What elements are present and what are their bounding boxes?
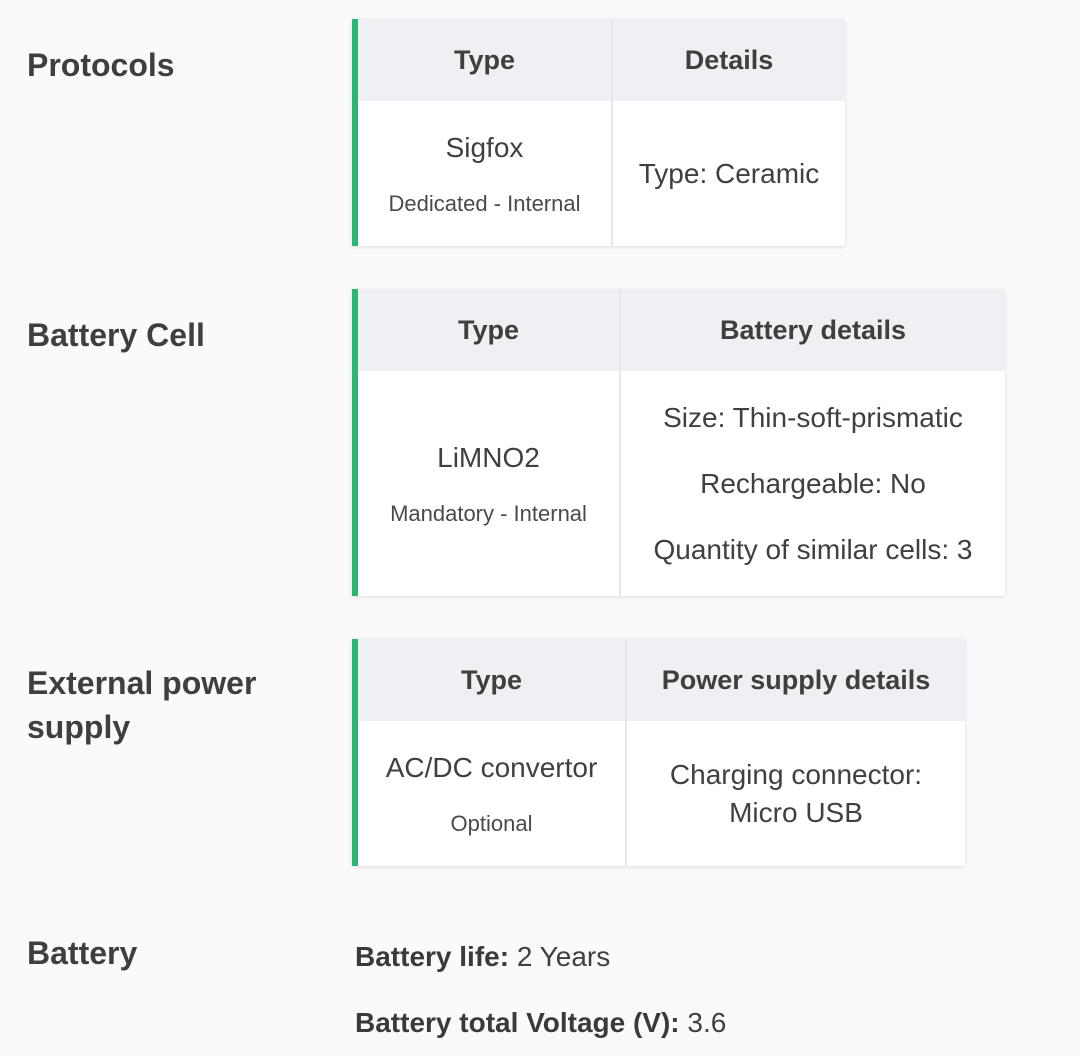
battery-voltage-label: Battery total Voltage (V): [355,1007,680,1038]
battery-cell-details-column: Battery details Size: Thin-soft-prismati… [619,289,1005,596]
battery-voltage-row: Battery total Voltage (V): 3.6 [355,1003,726,1043]
protocols-type-sub: Dedicated - Internal [388,190,581,216]
section-label-protocols: Protocols [27,47,175,83]
protocols-type-header: Type [358,19,611,101]
battery-cell-type-value: LiMNO2 [437,441,540,473]
external-power-table: Type AC/DC convertor Optional Power supp… [352,639,965,866]
section-label-external-power: External power supply [27,665,257,745]
protocols-details-cell: Type: Ceramic [613,101,845,246]
battery-cell-type-column: Type LiMNO2 Mandatory - Internal [358,289,619,596]
battery-life-row: Battery life: 2 Years [355,937,610,977]
external-power-type-sub: Optional [450,810,533,836]
protocols-details-header: Details [613,19,845,101]
battery-voltage-value: 3.6 [687,1007,727,1038]
battery-cell-details-header: Battery details [621,289,1005,371]
external-power-details-column: Power supply details Charging connector:… [625,639,965,866]
external-power-detail-connector-label: Charging connector: [669,758,923,790]
external-power-type-cell: AC/DC convertor Optional [358,721,625,866]
battery-cell-details-cell: Size: Thin-soft-prismatic Rechargeable: … [621,371,1005,596]
protocols-table: Type Sigfox Dedicated - Internal Details… [352,19,845,246]
external-power-detail-connector-value: Micro USB [729,796,863,828]
battery-cell-detail-rechargeable: Rechargeable: No [700,467,926,499]
battery-cell-table: Type LiMNO2 Mandatory - Internal Battery… [352,289,1005,596]
external-power-type-value: AC/DC convertor [385,751,598,783]
external-power-type-header: Type [358,639,625,721]
battery-cell-type-cell: LiMNO2 Mandatory - Internal [358,371,619,596]
protocols-detail-line: Type: Ceramic [638,157,820,189]
external-power-details-cell: Charging connector: Micro USB [627,721,965,866]
external-power-type-column: Type AC/DC convertor Optional [358,639,625,866]
protocols-details-column: Details Type: Ceramic [611,19,845,246]
protocols-type-value: Sigfox [445,131,524,163]
section-label-battery-cell: Battery Cell [27,317,205,353]
protocols-type-cell: Sigfox Dedicated - Internal [358,101,611,246]
battery-cell-type-sub: Mandatory - Internal [390,500,587,526]
battery-cell-detail-size: Size: Thin-soft-prismatic [663,401,963,433]
battery-cell-type-header: Type [358,289,619,371]
battery-cell-detail-quantity: Quantity of similar cells: 3 [653,533,973,565]
section-label-battery: Battery [27,935,138,971]
protocols-type-column: Type Sigfox Dedicated - Internal [358,19,611,246]
battery-life-value: 2 Years [516,941,611,972]
external-power-details-header: Power supply details [627,639,965,721]
battery-life-label: Battery life: [355,941,510,972]
